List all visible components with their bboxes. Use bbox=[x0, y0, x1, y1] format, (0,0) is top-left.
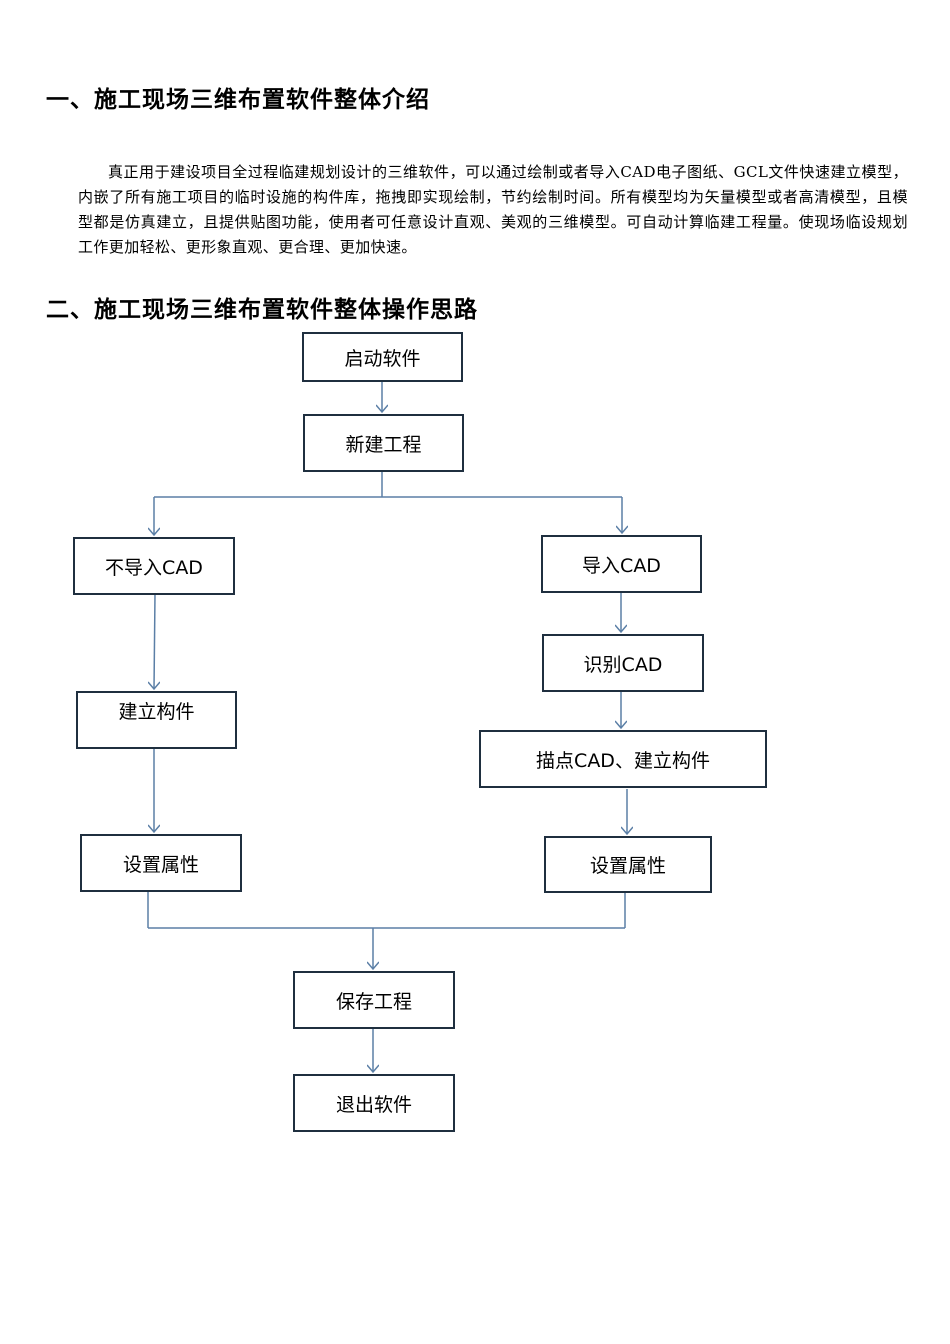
flow-set-properties-left-box: 设置属性 bbox=[80, 834, 242, 892]
section-1-title: 一、施工现场三维布置软件整体介绍 bbox=[46, 87, 430, 113]
intro-paragraph: 真正用于建设项目全过程临建规划设计的三维软件，可以通过绘制或者导入CAD电子图纸… bbox=[78, 163, 908, 256]
flow-import-cad-box: 导入CAD bbox=[541, 535, 702, 593]
flow-exit-box: 退出软件 bbox=[293, 1074, 455, 1132]
flow-no-import-cad-box: 不导入CAD bbox=[73, 537, 235, 595]
flow-save-project-box: 保存工程 bbox=[293, 971, 455, 1029]
flow-trace-cad-box: 描点CAD、建立构件 bbox=[479, 730, 767, 788]
flow-build-component-box: 建立构件 bbox=[76, 691, 237, 749]
arrow-no-import-to-build bbox=[154, 593, 155, 689]
flow-set-properties-right-box: 设置属性 bbox=[544, 836, 712, 893]
flow-recognize-cad-box: 识别CAD bbox=[542, 634, 704, 692]
flow-new-project-box: 新建工程 bbox=[303, 414, 464, 472]
flow-start-box: 启动软件 bbox=[302, 332, 463, 382]
section-2-title: 二、施工现场三维布置软件整体操作思路 bbox=[46, 297, 478, 323]
